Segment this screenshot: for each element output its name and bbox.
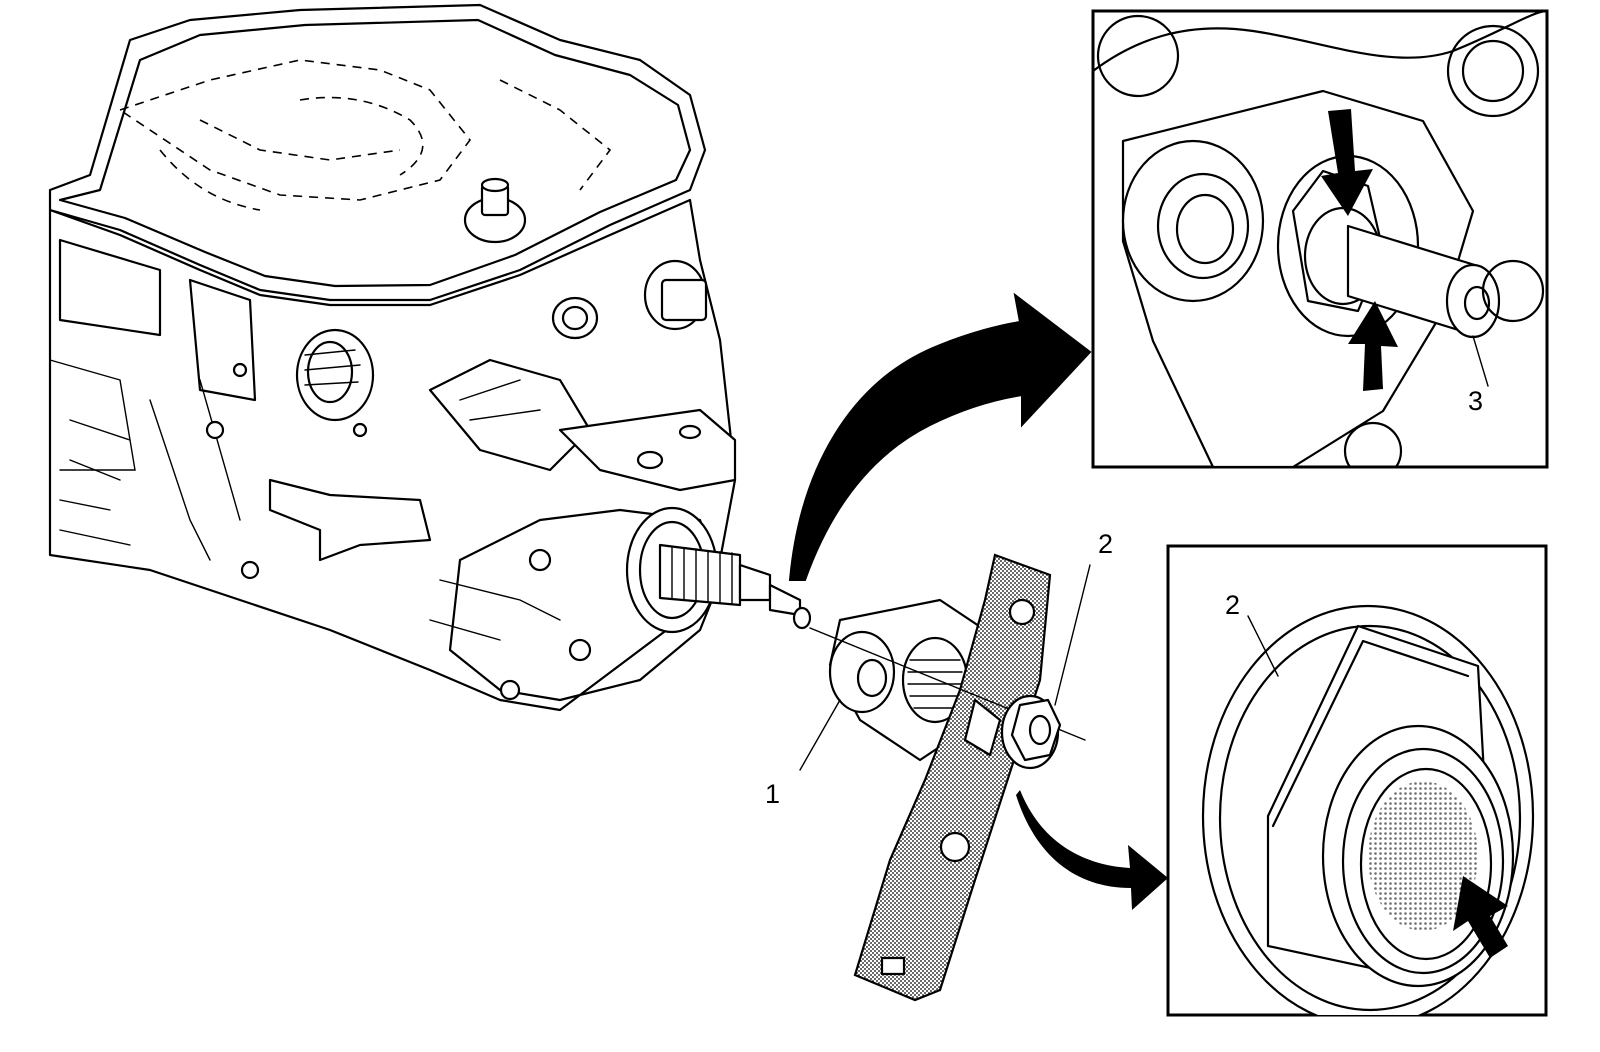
shaft-detail-box: [1091, 9, 1549, 469]
nut-detail-box: [1166, 544, 1548, 1017]
solid-arrow-icon: [1348, 301, 1398, 391]
vent-port: [551, 296, 599, 340]
callout-2-main: 2: [1098, 529, 1113, 559]
solid-arrow-icon: [1453, 876, 1508, 958]
solid-arrow-icon: [1321, 109, 1373, 216]
curved-arrow-icon: [788, 292, 1092, 581]
callout-1: 1: [765, 779, 780, 809]
curved-arrow-icon: [1016, 790, 1168, 910]
drain-bolt: [463, 177, 527, 244]
output-shaft: [658, 543, 812, 630]
oil-pan: [48, 3, 707, 302]
callout-3: 3: [1468, 386, 1483, 416]
flange-nut: [1000, 694, 1062, 770]
sensor-connector: [295, 328, 375, 422]
fill-plug: [643, 259, 708, 331]
callout-2-detail: 2: [1225, 590, 1240, 620]
rear-housing: [448, 508, 722, 702]
flange-holding-tool: [853, 553, 1052, 1002]
transmission-assembly: [48, 3, 812, 712]
